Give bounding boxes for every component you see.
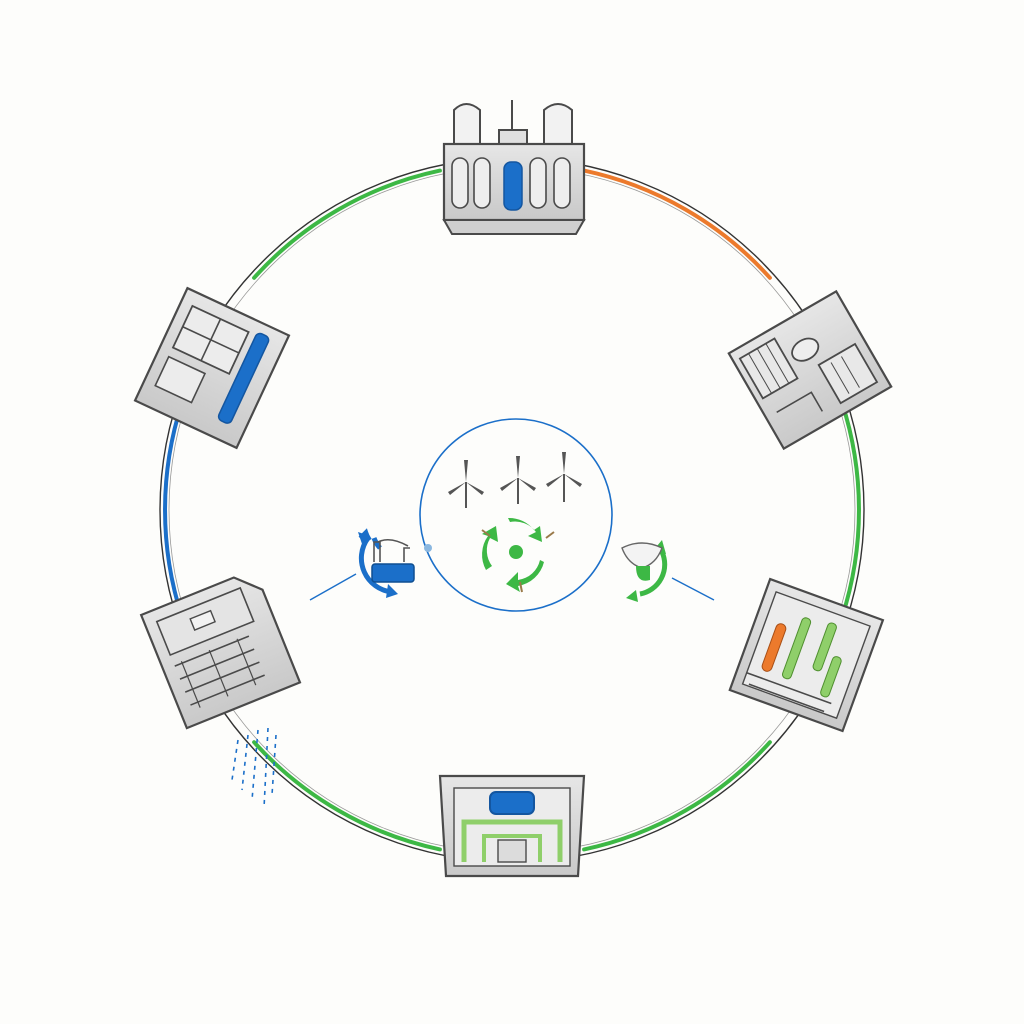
wind-turbine-icon [546, 452, 582, 502]
pipe-room-icon [728, 577, 885, 733]
ring-segment-green [252, 168, 442, 280]
green-cycle-icon [621, 540, 715, 602]
ring-segment-green [582, 740, 772, 852]
wind-turbine-icon [500, 456, 536, 504]
control-panel-icon [133, 286, 291, 450]
water-drops [231, 727, 277, 809]
ring-segment-orange [582, 168, 772, 280]
wind-turbine-icon [448, 460, 484, 508]
ring-segment-blue [163, 400, 184, 620]
water-tub-cycle-icon [309, 528, 432, 601]
cooling-units-icon [727, 289, 893, 451]
pool-facility-icon [438, 774, 586, 878]
ring-segment-green [840, 400, 861, 620]
tank-plant-icon [442, 100, 586, 235]
water-outflow-icon [139, 576, 302, 730]
recycle-arrows-icon [481, 517, 555, 593]
ring-segment-green [252, 740, 442, 852]
center-hub [419, 418, 613, 612]
ring-segments [163, 168, 861, 852]
